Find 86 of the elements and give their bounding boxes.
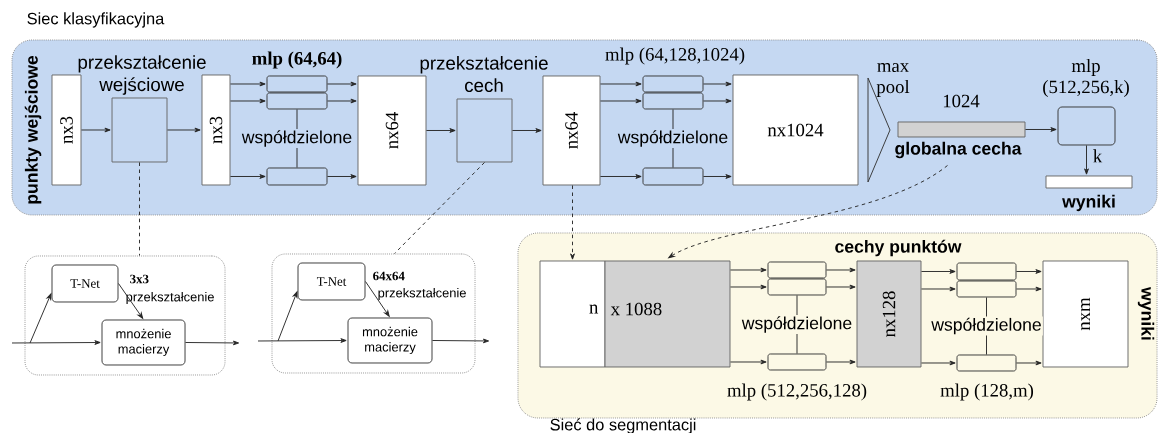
node-caption: 3x3 <box>130 274 149 284</box>
edge-label: współdzielone <box>930 316 1043 336</box>
layer-box: x 1088 <box>604 260 731 368</box>
arrow <box>11 340 101 345</box>
process-box: T-Net <box>51 264 119 303</box>
edge-label: współdzielone <box>240 129 354 148</box>
layer-box: nx3 <box>201 74 231 186</box>
arrow <box>668 165 948 259</box>
arrow <box>730 359 767 365</box>
arrow <box>257 338 347 343</box>
mlp-box <box>642 167 704 186</box>
arrow <box>365 281 390 317</box>
node-caption: mlp (64,128,1024) <box>605 47 745 65</box>
feature-bar: wyniki <box>1045 175 1133 212</box>
node-label: globalna cecha <box>895 141 1022 159</box>
arrow <box>1025 127 1057 132</box>
arrow <box>826 359 856 365</box>
arrow <box>826 267 856 273</box>
arrow <box>921 269 956 274</box>
mlp-box <box>266 92 328 110</box>
arrow <box>921 360 956 366</box>
arrow <box>730 284 767 290</box>
node-label: wyniki <box>1062 194 1115 212</box>
mlp-box <box>956 280 1017 298</box>
process-box: T-Net <box>297 262 366 301</box>
node-caption: przekształcenie <box>126 292 214 304</box>
layer-box: nx3 <box>51 74 82 186</box>
leader-line <box>139 162 140 256</box>
layer-box: n <box>539 260 606 368</box>
arrow <box>230 98 266 104</box>
node-label: Siec klasyfikacyjna <box>27 12 165 28</box>
edge-label: współdzielone <box>740 315 854 334</box>
node-label: 1024 <box>943 94 980 108</box>
mlp-box <box>767 261 827 279</box>
edge-label: współdzielone <box>616 129 730 148</box>
arrow <box>167 127 201 133</box>
leader-line <box>394 162 485 254</box>
arrow <box>118 283 144 319</box>
node-caption: mlp (128,m) <box>940 383 1034 401</box>
arrow <box>230 81 266 87</box>
node-caption: mlp (512,256,128) <box>727 383 867 401</box>
node-caption: max pool <box>876 63 910 97</box>
layer-box: nx64 <box>542 75 601 186</box>
arrow <box>1084 145 1089 175</box>
arrow <box>703 98 732 104</box>
arrow <box>703 81 732 87</box>
node-caption: 64x64 <box>373 271 405 281</box>
mlp-box <box>266 167 328 186</box>
arrow <box>81 127 111 133</box>
process-box: mnożenie macierzy <box>347 317 433 364</box>
mlp-box <box>767 278 827 296</box>
process-box: mnożenie macierzy <box>101 319 186 366</box>
process-box: mlp (512,256,k) <box>1043 58 1129 146</box>
feature-bar: 1024 globalna cecha <box>895 94 1026 159</box>
layer-box: nx64 <box>357 75 427 186</box>
arrow <box>327 98 357 104</box>
arrow <box>1016 269 1042 274</box>
arrow <box>29 293 52 344</box>
arrow <box>703 174 732 179</box>
layer-box: nx1024 <box>732 74 859 186</box>
arrow <box>600 98 642 104</box>
arrow <box>921 286 956 292</box>
arrow <box>600 174 642 179</box>
arrow <box>327 81 357 87</box>
mlp-box <box>642 92 704 110</box>
mlp-box <box>956 262 1017 281</box>
node-label: Sieć do segmentacji <box>550 418 696 433</box>
arrow <box>432 338 490 344</box>
arrow <box>185 340 240 346</box>
arrow <box>730 267 767 273</box>
arrow <box>826 284 856 290</box>
node-label: mlp (512,256,k) <box>1043 58 1129 98</box>
arrow <box>426 128 456 133</box>
arrow <box>512 128 542 133</box>
edge-label: k <box>1093 149 1103 163</box>
arrow <box>1016 286 1042 292</box>
arrow <box>570 185 575 260</box>
node-caption: mlp (64,64) <box>252 51 342 69</box>
arrow <box>1016 360 1042 366</box>
arrow <box>600 81 642 87</box>
node-label: cechy punktów <box>835 239 962 257</box>
arrow <box>277 291 298 342</box>
node-caption: przekształcenie <box>378 288 466 300</box>
arrow <box>230 174 266 179</box>
layer-box: nxm <box>1042 260 1129 368</box>
arrow <box>327 174 357 179</box>
